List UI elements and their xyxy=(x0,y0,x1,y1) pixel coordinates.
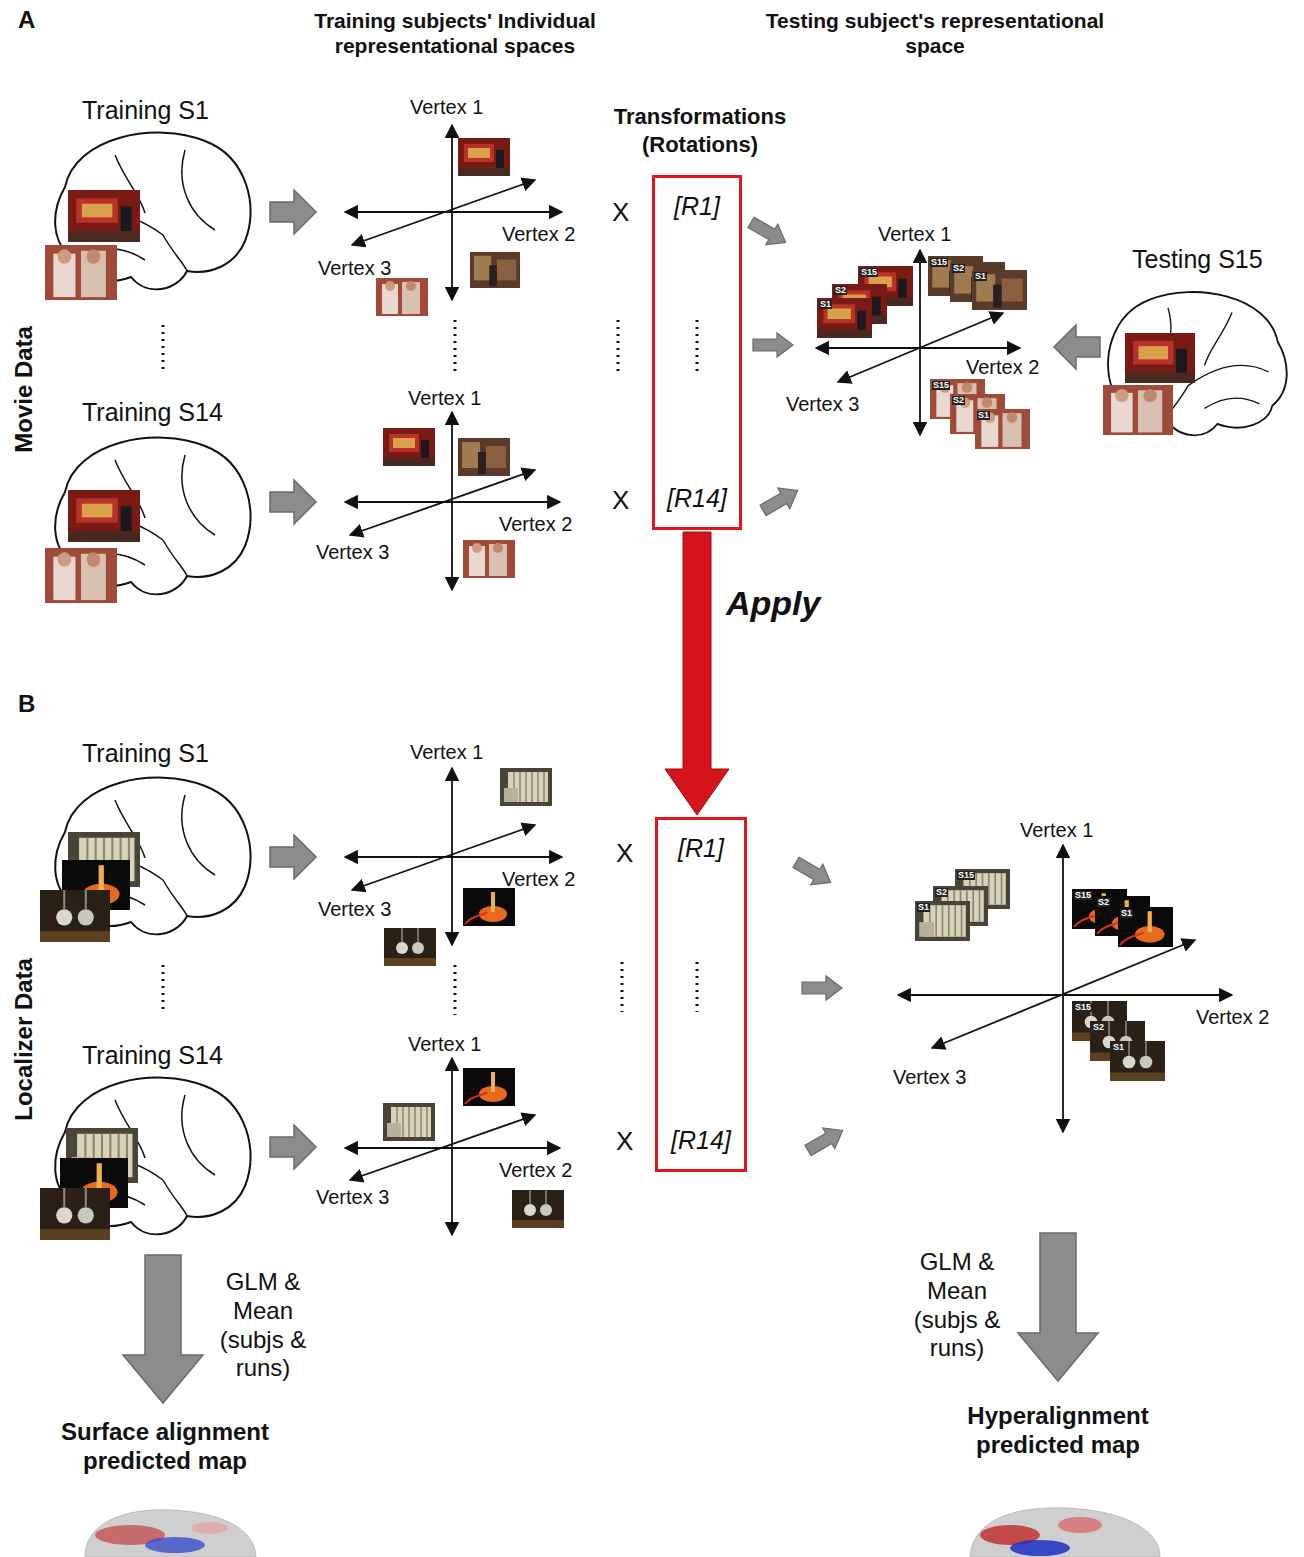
subject-tag: S1 xyxy=(1112,1043,1125,1052)
subject-tag: S15 xyxy=(860,268,878,277)
axis-label: X xyxy=(612,485,629,516)
caption-text: Testing subject's representational space xyxy=(755,8,1115,58)
axis-label: X xyxy=(616,1126,633,1157)
matrix-label: [R1] xyxy=(658,834,744,863)
axis-label: Vertex 2 xyxy=(499,1158,572,1182)
caption-text: Training subjects' Individual representa… xyxy=(265,8,645,58)
axis-label: Vertex 3 xyxy=(318,897,391,921)
axis-label: Training S14 xyxy=(82,1040,223,1070)
subject-tag: S2 xyxy=(834,286,847,295)
axis-label: Vertex 1 xyxy=(410,95,483,119)
box-heading: Transformations (Rotations) xyxy=(575,103,825,160)
axis-label: Vertex 2 xyxy=(502,222,575,246)
axis-label: Vertex 3 xyxy=(316,1185,389,1209)
axis-label: Vertex 2 xyxy=(499,512,572,536)
subject-tag: S2 xyxy=(952,396,965,405)
axis-label: Vertex 1 xyxy=(408,1032,481,1056)
subject-tag: S15 xyxy=(932,381,950,390)
matrix-label: [R1] xyxy=(655,192,739,221)
axis-label: Vertex 3 xyxy=(893,1065,966,1089)
subject-tag: S1 xyxy=(974,272,987,281)
axis-label: Testing S15 xyxy=(1132,244,1263,274)
row-title: Movie Data xyxy=(10,279,39,499)
axis-label: Vertex 1 xyxy=(878,222,951,246)
matrix-label: [R14] xyxy=(655,484,739,513)
axis-label: Vertex 2 xyxy=(502,867,575,891)
subject-tag: S2 xyxy=(952,264,965,273)
transform-box: [R1] [R14] xyxy=(655,817,747,1172)
subject-tag: S1 xyxy=(819,300,832,309)
subject-tag: S1 xyxy=(1120,909,1133,918)
axis-label: A xyxy=(18,6,35,35)
row-title: Localizer Data xyxy=(10,929,39,1149)
transform-box: Transformations (Rotations)[R1][R14] xyxy=(652,175,742,530)
axis-label: Vertex 3 xyxy=(786,392,859,416)
axis-label: B xyxy=(18,690,35,719)
subject-tag: S2 xyxy=(1092,1023,1105,1032)
axis-label: Training S1 xyxy=(82,95,209,125)
axis-label: Vertex 2 xyxy=(966,355,1039,379)
subject-tag: S2 xyxy=(935,888,948,897)
axis-label: Vertex 1 xyxy=(408,386,481,410)
axis-label: Training S1 xyxy=(82,738,209,768)
axis-label: Vertex 1 xyxy=(1020,818,1093,842)
caption-text: Surface alignment predicted map xyxy=(35,1418,295,1476)
caption-text: Hyperalignment predicted map xyxy=(938,1402,1178,1460)
axis-label: X xyxy=(612,197,629,228)
axis-label: X xyxy=(616,838,633,869)
edge-label: Apply xyxy=(723,584,823,623)
caption-text: GLM & Mean (subjs & runs) xyxy=(208,1268,318,1383)
axis-label: Vertex 3 xyxy=(316,540,389,564)
subject-tag: S1 xyxy=(977,411,990,420)
subject-tag: S15 xyxy=(957,871,975,880)
axis-label: Vertex 1 xyxy=(410,740,483,764)
subject-tag: S15 xyxy=(1074,1003,1092,1012)
axis-label: Vertex 3 xyxy=(318,256,391,280)
subject-tag: S2 xyxy=(1097,898,1110,907)
subject-tag: S1 xyxy=(917,903,930,912)
caption-text: GLM & Mean (subjs & runs) xyxy=(902,1248,1012,1363)
matrix-label: [R14] xyxy=(658,1126,744,1155)
subject-tag: S15 xyxy=(930,258,948,267)
axis-label: Vertex 2 xyxy=(1196,1005,1269,1029)
apply-arrow xyxy=(665,532,729,815)
subject-tag: S15 xyxy=(1074,891,1092,900)
axis-label: Training S14 xyxy=(82,397,223,427)
